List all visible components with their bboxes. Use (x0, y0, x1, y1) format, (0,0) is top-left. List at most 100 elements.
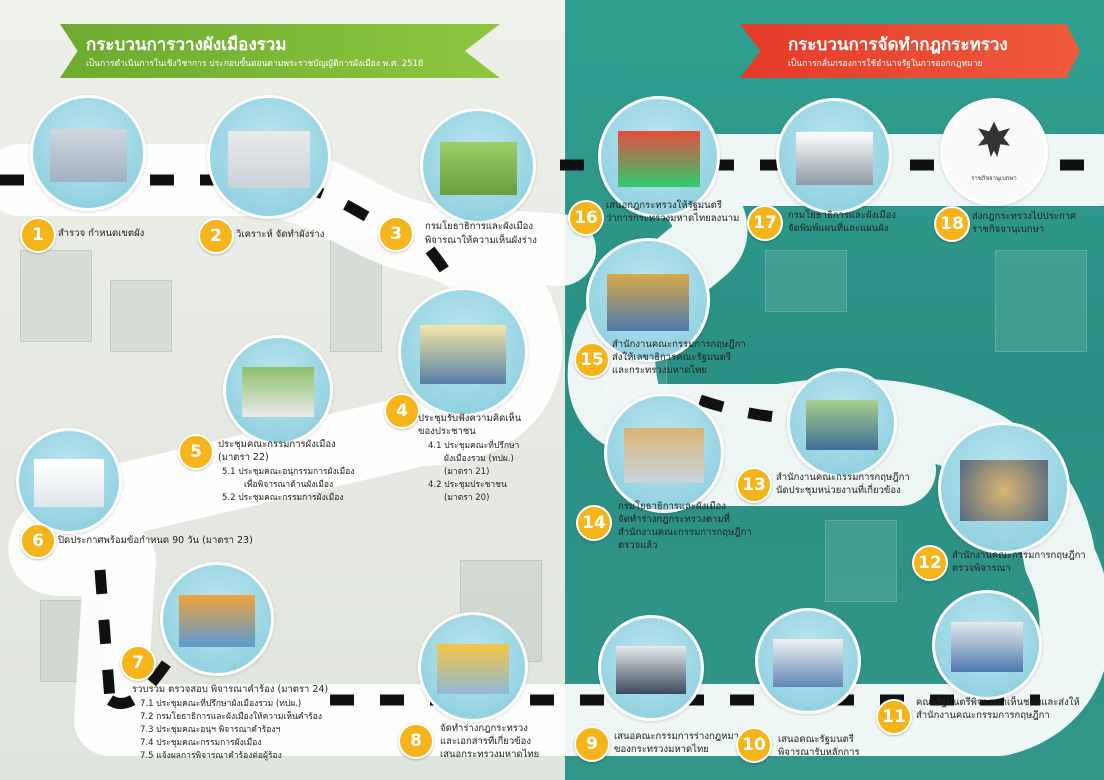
background-building (995, 250, 1087, 352)
step-5-substep: 5.2 ประชุมคณะกรรมการผังเมือง (222, 493, 344, 503)
background-building (330, 240, 382, 352)
step-8-label-line2: และเอกสารที่เกี่ยวข้อง (440, 736, 531, 747)
step-16-illustration (598, 96, 720, 218)
step-4-label-line2: ของประชาชน (418, 426, 476, 437)
step-6-illustration (16, 428, 122, 534)
step-15-label-line1: สำนักงานคณะกรรมการกฤษฎีกา (612, 339, 746, 350)
step-18-badge: 18 (934, 206, 970, 242)
garuda-emblem-icon (978, 121, 1010, 157)
step-3-badge: 3 (378, 216, 414, 252)
step-7-substeps: 7.1 ประชุมคณะที่ปรึกษาผังเมืองรวม (ทปผ.)… (140, 698, 322, 763)
step-8-label-line3: เสนอกระทรวงมหาดไทย (440, 749, 540, 760)
step-5-illustration (223, 335, 333, 445)
step-3-label-line1: กรมโยธาธิการและผังเมือง (425, 221, 534, 232)
step-10-label-line1: เสนอคณะรัฐมนตรี (778, 734, 854, 745)
right-banner-subtitle: เป็นการกลั่นกรองการใช้อำนาจรัฐในการออกกฎ… (788, 59, 983, 69)
step-4-substep: (มาตรา 21) (444, 467, 490, 477)
step-5-badge: 5 (178, 434, 214, 470)
step-9-badge: 9 (574, 726, 610, 762)
step-4-substeps: 4.1 ประชุมคณะที่ปรึกษา ผังเมืองรวม (ทปผ.… (428, 440, 519, 505)
step-8-badge: 8 (398, 723, 434, 759)
step-4-illustration (398, 287, 528, 417)
background-building (40, 600, 102, 682)
step-7-substep: 7.4 ประชุมคณะกรรมการผังเมือง (140, 738, 262, 748)
step-7-label: รวบรวม ตรวจสอบ พิจารณาคำร้อง (มาตรา 24) (132, 684, 329, 695)
step-11-label-line2: สำนักงานคณะกรรมการกฤษฎีกา (916, 710, 1050, 721)
step-4-substep: ผังเมืองรวม (ทปผ.) (444, 454, 514, 464)
step-9-label-line1: เสนอคณะกรรมการร่างกฎหมาย (614, 731, 745, 742)
step-1-illustration (30, 95, 146, 211)
right-banner-title: กระบวนการจัดทำกฎกระทรวง (788, 35, 1008, 55)
step-14-label-line2: จัดทำร่างกฎกระทรวงตามที่ (618, 514, 730, 525)
step-13-illustration (787, 368, 897, 478)
step-9-illustration (598, 615, 704, 721)
step-5-substep: 5.1 ประชุมคณะอนุกรรมการผังเมือง (222, 467, 355, 477)
step-16-label-line1: เสนอกฎกระทรวงให้รัฐมนตรี (606, 200, 722, 211)
right-process-banner: กระบวนการจัดทำกฎกระทรวง เป็นการกลั่นกรอง… (740, 24, 1080, 78)
step-5-label-line1: ประชุมคณะกรรมการผังเมือง (218, 439, 336, 450)
step-13-badge: 13 (736, 467, 772, 503)
left-banner-title: กระบวนการวางผังเมืองรวม (86, 35, 287, 55)
step-6-badge: 6 (20, 523, 56, 559)
step-5-label-line2: (มาตรา 22) (218, 452, 269, 463)
step-15-illustration (586, 238, 710, 362)
step-14-badge: 14 (576, 505, 612, 541)
step-10-label-line2: พิจารณารับหลักการ (778, 747, 860, 758)
step-5-substeps: 5.1 ประชุมคณะอนุกรรมการผังเมือง เพื่อพิจ… (222, 466, 354, 505)
step-6-label: ปิดประกาศพร้อมข้อกำหนด 90 วัน (มาตรา 23) (58, 535, 253, 546)
step-4-label-line1: ประชุมรับฟังความคิดเห็น (418, 413, 522, 424)
step-4-substep: 4.1 ประชุมคณะที่ปรึกษา (428, 441, 520, 451)
step-7-substep: 7.5 แจ้งผลการพิจารณาคำร้องต่อผู้ร้อง (140, 751, 282, 761)
step-14-illustration (604, 393, 724, 513)
left-banner-subtitle: เป็นการดำเนินการในเชิงวิชาการ ประกอบขั้น… (86, 59, 424, 69)
step-7-substep: 7.3 ประชุมคณะอนุฯ พิจารณาคำร้องฯ (140, 725, 281, 735)
background-building (825, 520, 897, 602)
step-14-label-line4: ตรวจแล้ว (618, 540, 658, 551)
step-17-badge: 17 (747, 205, 783, 241)
step-1-label: สำรวจ กำหนดเขตผัง (58, 228, 145, 239)
step-15-label-line2: ส่งให้เลขาธิการคณะรัฐมนตรี (612, 352, 731, 363)
step-10-illustration (755, 608, 861, 714)
step-12-illustration (938, 422, 1070, 554)
step-15-label-line3: และกระทรวงมหาดไทย (612, 365, 707, 376)
background-building (110, 280, 172, 352)
step-7-badge: 7 (120, 645, 156, 681)
step-11-badge: 11 (876, 699, 912, 735)
step-5-substep: เพื่อพิจารณาด้านผังเมือง (244, 480, 334, 490)
step-4-substep: (มาตรา 20) (444, 493, 490, 503)
step-11-illustration (932, 590, 1042, 700)
step-12-label-line1: สำนักงานคณะกรรมการกฤษฎีกา (952, 550, 1086, 561)
step-12-badge: 12 (912, 545, 948, 581)
step-17-illustration (776, 98, 892, 214)
step-18-illustration: ราชกิจจานุเบกษา (940, 98, 1048, 206)
step-17-label-line1: กรมโยธาธิการและผังเมือง (788, 210, 897, 221)
background-building (20, 250, 92, 342)
step-4-substep: 4.2 ประชุมประชาชน (428, 480, 507, 490)
step-16-label-line2: ว่าการกระทรวงมหาดไทยลงนาม (606, 213, 740, 224)
background-building (765, 250, 847, 312)
step-3-label-line2: พิจารณาให้ความเห็นผังร่าง (425, 235, 537, 246)
step-15-badge: 15 (574, 342, 610, 378)
step-17-label-line2: จัดพิมพ์แผนที่และแผนผัง (788, 223, 889, 234)
step-3-illustration (420, 108, 536, 224)
left-process-banner: กระบวนการวางผังเมืองรวม เป็นการดำเนินการ… (60, 24, 500, 78)
step-4-badge: 4 (384, 393, 420, 429)
step-18-label-line1: ส่งกฎกระทรวงไปประกาศ (972, 211, 1077, 222)
step-7-substep: 7.1 ประชุมคณะที่ปรึกษาผังเมืองรวม (ทปผ.) (140, 699, 302, 709)
step-11-label-line1: คณะรัฐมนตรีพิจารณาเห็นชอบและส่งให้ (916, 697, 1080, 708)
gazette-caption: ราชกิจจานุเบกษา (971, 175, 1017, 182)
step-7-substep: 7.2 กรมโยธาธิการและผังเมืองให้ความเห็นคำ… (140, 712, 323, 722)
step-16-badge: 16 (568, 200, 604, 236)
step-14-label-line3: สำนักงานคณะกรรมการกฤษฎีกา (618, 527, 752, 538)
step-8-illustration (418, 612, 528, 722)
step-8-label-line1: จัดทำร่างกฎกระทรวง (440, 723, 528, 734)
step-14-label-line1: กรมโยธาธิการและผังเมือง (618, 501, 727, 512)
step-1-badge: 1 (20, 217, 56, 253)
step-13-label-line2: นัดประชุมหน่วยงานที่เกี่ยวข้อง (776, 485, 901, 496)
step-2-illustration (207, 95, 331, 219)
step-12-label-line2: ตรวจพิจารณา (952, 563, 1011, 574)
step-9-label-line2: ของกระทรวงมหาดไทย (614, 744, 709, 755)
step-2-label: วิเคราะห์ จัดทำผังร่าง (236, 229, 325, 240)
step-7-illustration (160, 562, 274, 676)
step-2-badge: 2 (198, 218, 234, 254)
